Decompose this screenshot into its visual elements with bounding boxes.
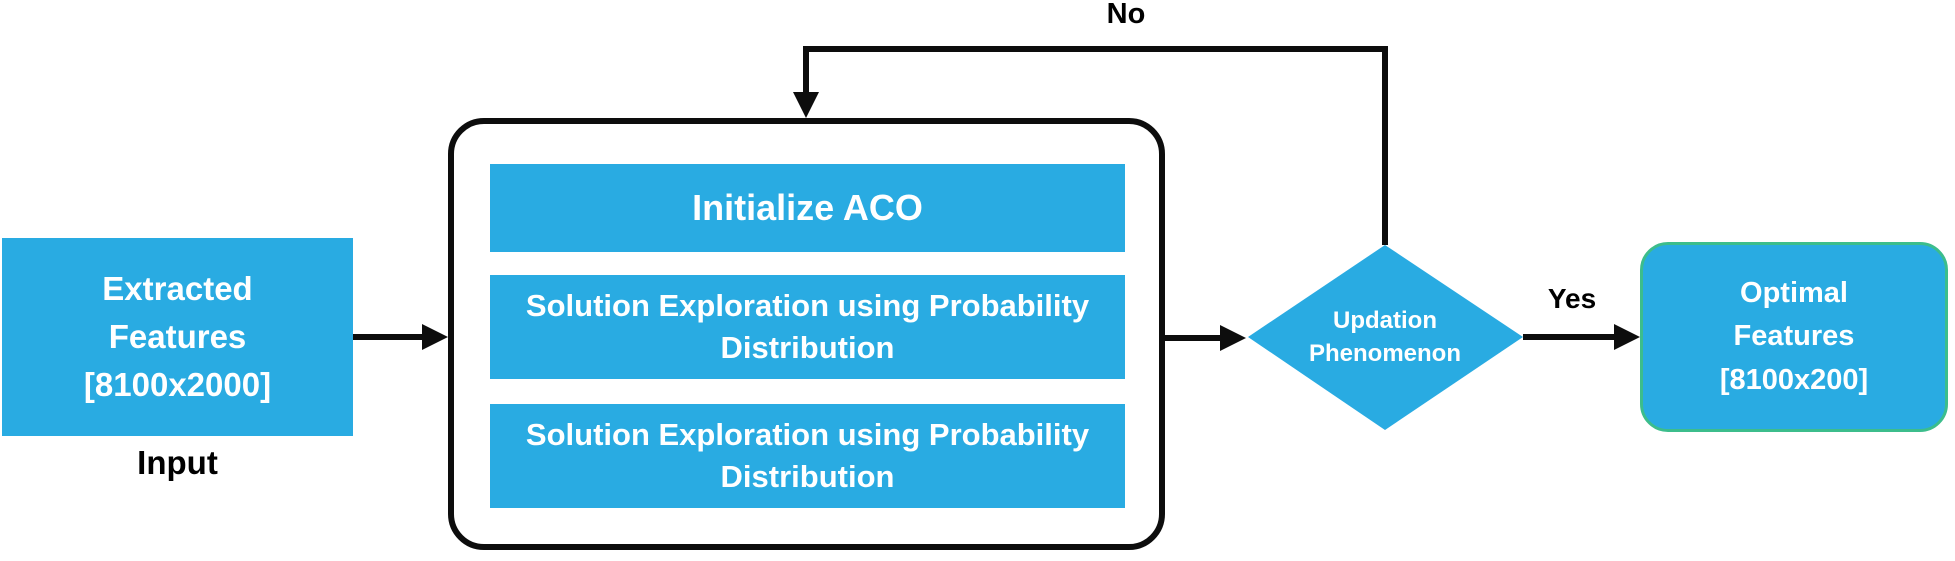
input-features-dimensions: [8100x2000] (83, 365, 272, 403)
decision-diamond (1248, 245, 1523, 430)
input-arrow (353, 324, 448, 350)
step-solution-exploration-1: Solution Exploration using Probability D… (490, 275, 1125, 379)
output-features-line: Features (1733, 320, 1855, 353)
input-caption: Input (137, 444, 218, 481)
decision-label-line: Phenomenon (1308, 339, 1461, 367)
input-features-box: Extracted Features [8100x2000] (2, 238, 353, 436)
input-features-line: Extracted (102, 270, 253, 308)
yes-arrow (1523, 324, 1640, 350)
no-loop-connector (793, 46, 1388, 245)
optimal-features-box: Optimal Features [8100x200] (1640, 242, 1948, 432)
decision-label-line: Updation (1333, 307, 1437, 335)
input-features-line: Features (108, 318, 247, 356)
output-features-line: Optimal (1740, 276, 1848, 309)
no-branch-label: No (1106, 0, 1146, 30)
step-solution-exploration-2: Solution Exploration using Probability D… (490, 404, 1125, 508)
step-label: Solution Exploration using Probability D… (525, 417, 1090, 494)
output-features-dimensions: [8100x200] (1719, 363, 1869, 396)
yes-branch-label: Yes (1547, 283, 1597, 314)
step-label: Solution Exploration using Probability D… (525, 288, 1090, 365)
step-initialize-aco: Initialize ACO (490, 164, 1125, 252)
process-to-decision-arrow (1162, 325, 1246, 351)
decision-updation-phenomenon: Updation Phenomenon (1262, 245, 1508, 430)
step-label: Initialize ACO (692, 187, 923, 228)
